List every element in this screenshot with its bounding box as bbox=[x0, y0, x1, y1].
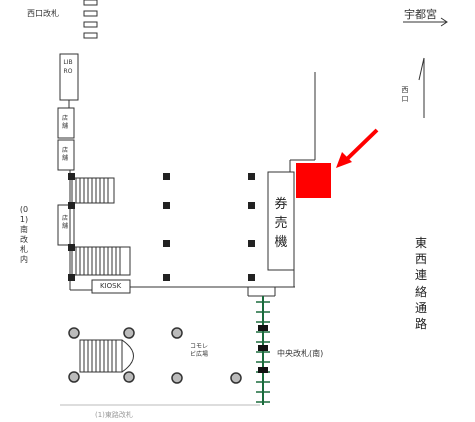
ticket-machine-box bbox=[267, 171, 295, 271]
ticket-machine-highlight bbox=[296, 163, 331, 198]
east-west-passage-label: 東西連絡通路 bbox=[414, 236, 427, 331]
west-gate-label: 西口改札 bbox=[27, 9, 59, 18]
shop-box-2 bbox=[57, 139, 75, 171]
south-gate-label: (01)南改札内 bbox=[19, 205, 29, 264]
shop-label-1: 店舗 bbox=[61, 115, 68, 130]
shop-label-3: 店舗 bbox=[61, 215, 68, 230]
utsunomiya-label: 宇都宮 bbox=[404, 8, 437, 21]
top-stair-markers bbox=[83, 0, 98, 39]
ticket-machine-label: 券売機 bbox=[274, 197, 288, 250]
libro-label: LIBRO bbox=[63, 59, 73, 75]
columns bbox=[68, 173, 255, 281]
upper-staircase bbox=[71, 177, 115, 204]
pointer-arrow bbox=[344, 128, 379, 162]
pillars-round bbox=[68, 327, 242, 384]
kiosk-label: KIOSK bbox=[100, 282, 122, 290]
shop-box-1 bbox=[57, 107, 75, 139]
shop-label-2: 店舗 bbox=[61, 147, 68, 162]
bottom-cut-label: (1)東路改札 bbox=[95, 411, 133, 419]
central-gate-label: 中央改札(南) bbox=[277, 349, 324, 358]
plaza-label: コモレビ広場 bbox=[189, 343, 208, 358]
lower-staircase bbox=[71, 246, 131, 276]
west-exit-label: 西口 bbox=[401, 86, 409, 103]
track-gate-markers bbox=[258, 325, 268, 373]
bottom-staircase bbox=[79, 339, 134, 373]
